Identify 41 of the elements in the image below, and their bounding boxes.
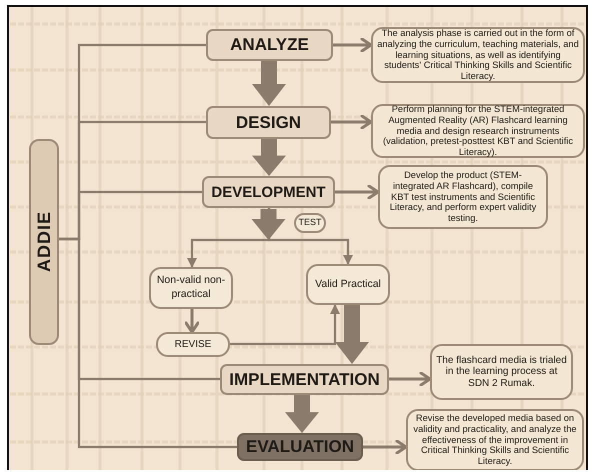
phase-box [206,29,333,61]
description-box [430,344,573,400]
block-arrow [252,61,286,106]
phase-description: The flashcard media is trialed in the learning process at SDN 2 Rumak. [436,354,567,390]
phase-box [237,433,363,461]
block-arrow [285,395,319,433]
phase-description: Revise the developed media based on validity and practicality, and analyze the effectiveness of the improvement in Critical Thinking Skills and Scientific Literacy. [412,413,578,467]
step-label: TEST [298,217,322,229]
phase-box [202,176,335,208]
phase-description: Perform planning for the STEM-integrated Augmented Reality (AR) Flashcard learning media and design research instruments (validation, pretest-posttest KBT and Scientific Literacy). [382,104,574,158]
phase-box [220,364,389,395]
phase-title: ADDIE [34,211,54,272]
outcome-label: REVISE [174,338,212,351]
phase-title: EVALUATION [246,437,354,457]
phase-title: IMPLEMENTATION [229,370,380,390]
description-box [378,165,548,229]
outcome-label: Valid Practical [315,278,381,292]
arrow [333,38,372,52]
arrow [230,304,340,346]
block-arrow [252,139,286,176]
phase-description: Develop the product (STEM-integrated AR Flashcard), compile KBT test instruments and Scientific Literacy, and perform expert validity testing. [388,170,538,224]
arrow [389,372,432,386]
block-arrow [252,209,286,240]
outcome-box [306,264,390,305]
phase-title: DEVELOPMENT [211,184,326,200]
arrow [363,440,408,454]
arrow [335,184,380,200]
arrow [331,114,372,130]
test-pill [294,213,326,233]
outcome-box [149,267,233,309]
phase-box [206,106,331,139]
phase-title: ANALYZE [230,35,309,55]
description-box [406,409,584,470]
phase-bar [29,139,59,345]
phase-description: The analysis phase is carried out in the form of analyzing the curriculum, teaching materials, and learning situations, as well as identifying students' Critical Thinking Skills and Scientific Literacy. [377,28,579,82]
arrow [184,309,200,334]
block-arrow [335,305,369,364]
outcome-box [156,332,230,357]
phase-title: DESIGN [236,112,302,132]
outcome-label: Non-valid non-practical [156,274,226,302]
connector-line [59,238,237,448]
